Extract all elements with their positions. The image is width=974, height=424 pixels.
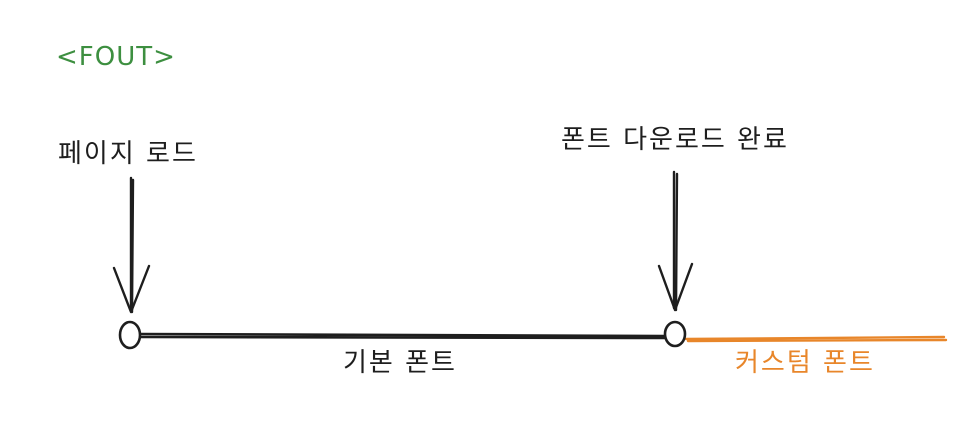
font-download-arrow [657,170,694,312]
default-font-label: 기본 폰트 [343,348,457,378]
page-load-arrow [112,176,151,314]
font-download-complete-label: 폰트 다운로드 완료 [561,125,789,155]
custom-font-label: 커스텀 폰트 [735,348,875,378]
diagram-title: <FOUT> [56,42,176,72]
page-load-point [118,320,142,350]
custom-font-segment [684,335,948,343]
default-font-segment [139,332,666,340]
page-load-label: 페이지 로드 [58,139,198,169]
font-download-point [663,320,687,348]
